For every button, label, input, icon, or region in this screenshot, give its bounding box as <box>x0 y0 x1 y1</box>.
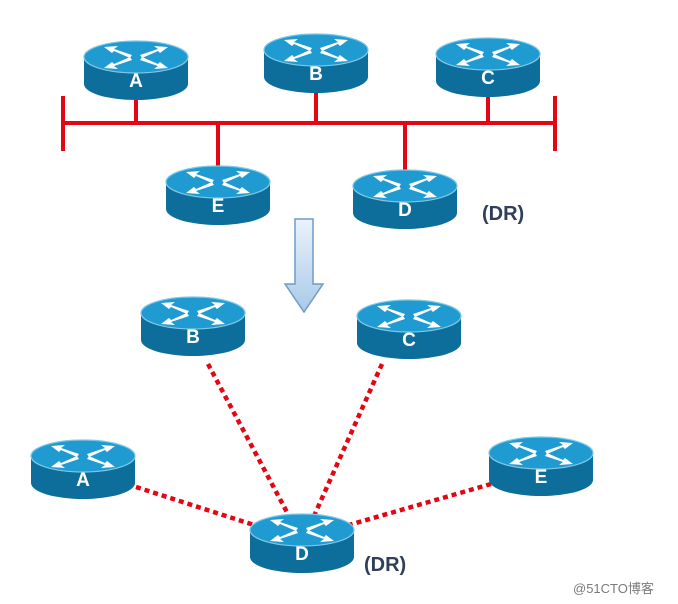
router-icon <box>435 37 541 97</box>
router-top-c: C <box>435 37 541 97</box>
router-label: D <box>398 200 412 221</box>
router-label: A <box>76 470 90 491</box>
router-label: E <box>212 196 225 217</box>
router-label: E <box>535 467 548 488</box>
router-top-a: A <box>83 40 189 100</box>
router-icon <box>352 169 458 229</box>
router-bottom-c: C <box>356 299 462 359</box>
adjacency-link-e-d <box>348 481 492 528</box>
top-dr-label: (DR) <box>482 203 524 225</box>
router-icon <box>30 439 136 499</box>
adjacency-link-b-d <box>206 362 291 518</box>
router-bottom-d: D <box>249 513 355 573</box>
down-arrow-icon <box>283 218 325 314</box>
adjacency-links <box>135 362 492 528</box>
top-router-group: A B C E D <box>83 33 541 229</box>
router-icon <box>140 296 246 356</box>
watermark: @51CTO博客 <box>573 581 654 596</box>
router-icon <box>356 299 462 359</box>
router-icon <box>249 513 355 573</box>
router-icon <box>165 165 271 225</box>
ethernet-bus <box>61 90 557 170</box>
router-bottom-a: A <box>30 439 136 499</box>
router-top-d: D <box>352 169 458 229</box>
router-label: A <box>129 71 143 92</box>
router-bottom-b: B <box>140 296 246 356</box>
router-top-b: B <box>263 33 369 93</box>
router-label: C <box>402 330 416 351</box>
router-top-e: E <box>165 165 271 225</box>
bottom-dr-label: (DR) <box>364 554 406 576</box>
router-label: B <box>309 64 323 85</box>
router-label: D <box>295 544 309 565</box>
adjacency-link-a-d <box>135 484 255 528</box>
router-icon <box>83 40 189 100</box>
router-label: C <box>481 68 495 89</box>
adjacency-link-c-d <box>311 363 385 517</box>
bottom-router-group: B C A E D <box>30 296 594 573</box>
router-icon <box>488 436 594 496</box>
router-bottom-e: E <box>488 436 594 496</box>
router-icon <box>263 33 369 93</box>
router-label: B <box>186 327 200 348</box>
